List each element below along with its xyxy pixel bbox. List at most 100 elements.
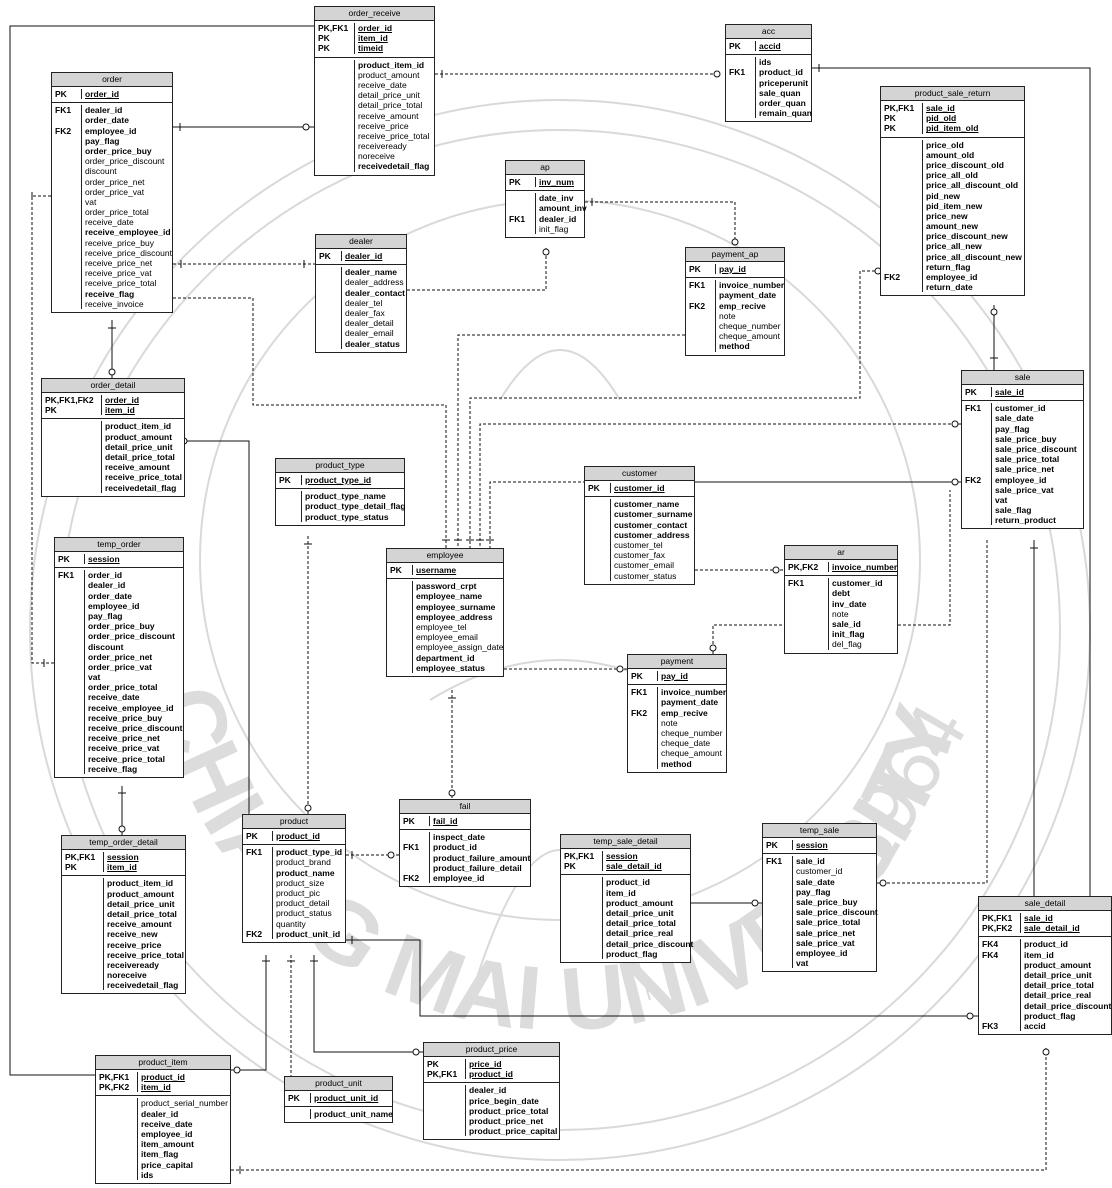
key-flag (564, 898, 602, 908)
column-name-list: sale_id (991, 387, 1083, 398)
entity-title: sale (962, 371, 1083, 385)
key-flag: PK (729, 41, 741, 51)
attribute-column: employee_id (88, 600, 140, 611)
key-flag (564, 939, 602, 949)
key-flag (766, 866, 792, 876)
key-flag (58, 692, 84, 702)
column-name-list: pay_id (657, 671, 726, 682)
key-flag (279, 501, 301, 511)
key-flag: FK2 (884, 272, 901, 282)
attribute-column: detail_price_real (1024, 990, 1092, 1001)
key-flag (788, 609, 828, 619)
key-flag (564, 918, 602, 928)
key-flag (965, 454, 991, 464)
attribute-column: product_amount (107, 888, 175, 899)
attribute-column: detail_price_real (606, 928, 674, 939)
crow-foot-marker (233, 1066, 241, 1074)
key-flag: FK2 (55, 125, 72, 136)
attribute-column: pay_flag (995, 423, 1030, 434)
attribute-column: init_flag (539, 223, 569, 234)
attribute-column: receive_price_net (88, 733, 160, 744)
key-flag: PK,FK2 (982, 923, 1013, 934)
key-flag (564, 908, 602, 918)
attribute-column: product_type_name (305, 491, 386, 502)
column-name-list: customer_id (610, 483, 694, 494)
rel-ar-sale (898, 490, 951, 626)
key-flag (390, 591, 412, 601)
primary-key-column: timeid (358, 43, 384, 54)
primary-key-column: sale_id (995, 387, 1024, 397)
attribute-column: sale_id (832, 618, 861, 629)
key-flag: FK4 (982, 949, 999, 960)
attribute-column: payment_date (719, 290, 777, 301)
column-name-list: order_id (81, 89, 172, 100)
key-flag (766, 887, 792, 897)
key-flag (427, 1116, 465, 1126)
key-flag: FK1 (246, 847, 263, 858)
key-flag (99, 1160, 137, 1170)
key-flag (319, 288, 341, 298)
key-flag (390, 653, 412, 663)
rel-order-detail-product (185, 440, 250, 814)
column-name-list: username (412, 565, 503, 576)
attribute-column: vat (88, 672, 101, 683)
key-flag (390, 581, 412, 591)
crow-foot-marker (951, 478, 959, 486)
attribute-column: detail_price_total (606, 918, 676, 929)
rel-product-item-order-receive-left (9, 25, 314, 838)
key-flag (55, 197, 81, 207)
key-flag (564, 888, 602, 898)
key-flag (318, 161, 354, 171)
key-flag: PK (318, 33, 330, 44)
attribute-column: remain_quan (759, 108, 812, 119)
attribute-column: cheque_date (661, 738, 711, 749)
key-flag (65, 929, 103, 939)
entity-title: employee (387, 549, 503, 563)
key-flag-column: PK (726, 41, 755, 51)
key-flag (65, 889, 103, 899)
key-flag (58, 580, 84, 590)
key-flag (766, 877, 792, 887)
key-flag (246, 888, 272, 898)
attribute-column: sale_price_net (796, 927, 856, 938)
primary-key-column: session (107, 852, 139, 862)
attribute-column: receive_price_discount (85, 247, 172, 258)
entity-title: payment (628, 655, 726, 669)
key-flag (390, 602, 412, 612)
key-flag (766, 928, 792, 938)
